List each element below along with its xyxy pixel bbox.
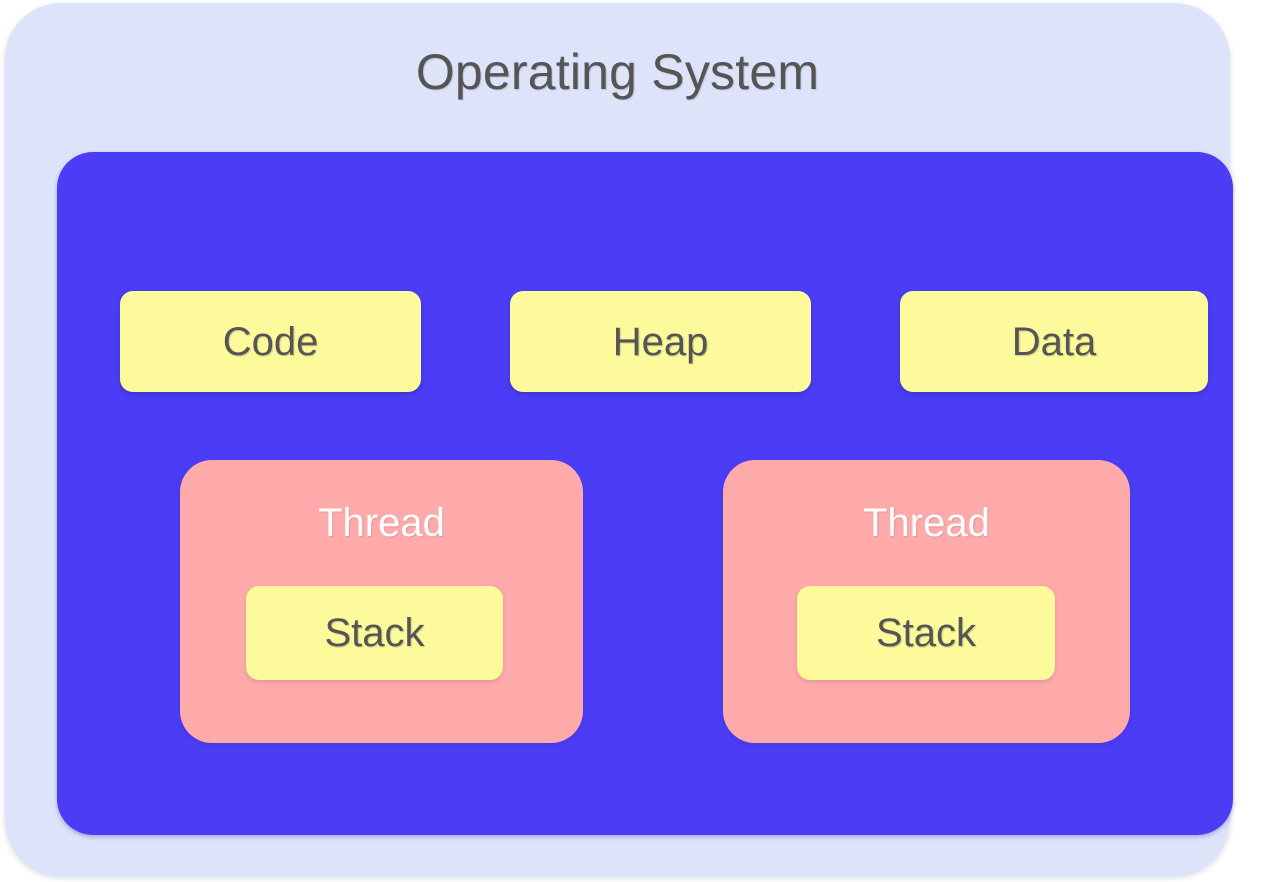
process-container: Process Code Heap Data Thread Stack [57,152,1233,835]
thread-stack-2: Stack [797,586,1055,680]
thread-container-2: Thread Stack [723,460,1130,743]
thread-title-2: Thread [863,501,990,545]
thread-container-1: Thread Stack [180,460,583,743]
thread-stack-2-label: Stack [875,611,977,655]
thread-stack-1-label: Stack [324,611,425,655]
memory-segment-heap: Heap [510,291,811,392]
thread-stack-1: Stack [246,586,503,680]
memory-segment-data-label: Data [1011,319,1097,364]
thread-title-1: Thread [318,501,445,545]
memory-segment-code: Code [120,291,421,392]
operating-system-title: Operating System [415,44,820,100]
operating-system-container: Operating System Process Code Heap Data … [5,3,1233,876]
memory-segment-heap-label: Heap [612,319,709,364]
memory-segment-code-label: Code [222,319,319,364]
memory-segment-data: Data [900,291,1208,392]
memory-segment-row: Code Heap Data [57,152,1233,835]
